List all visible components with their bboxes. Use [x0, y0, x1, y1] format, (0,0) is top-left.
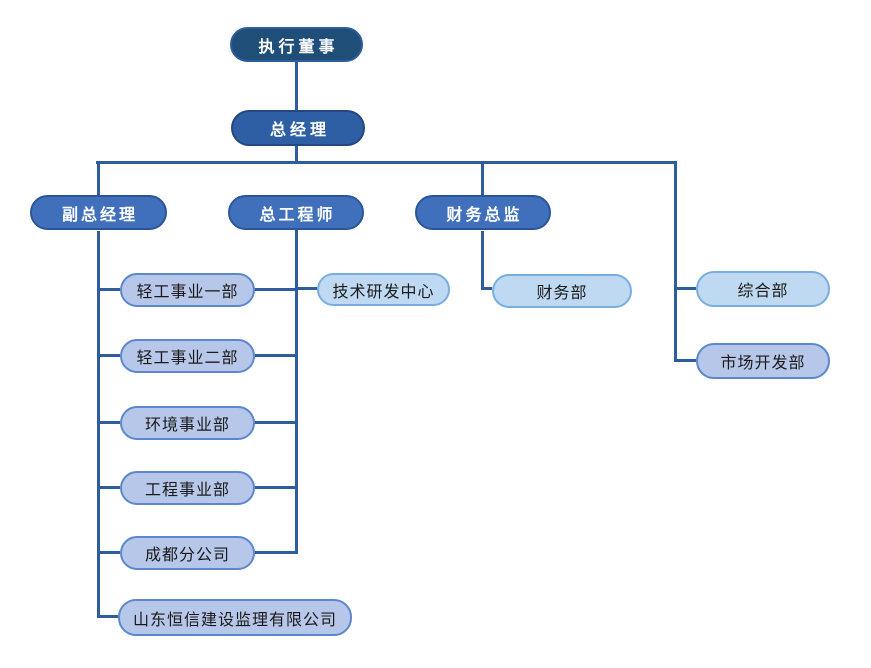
org-node-light-industry-div-2: 轻工事业二部 — [120, 339, 255, 373]
connector-line — [97, 161, 100, 196]
connector-line — [97, 486, 120, 489]
connector-line — [481, 231, 484, 289]
connector-line — [97, 354, 120, 357]
connector-line — [97, 551, 120, 554]
connector-line — [255, 354, 295, 357]
connector-line — [295, 145, 298, 163]
org-node-executive-director: 执行董事 — [230, 27, 363, 62]
org-node-deputy-general-manager: 副总经理 — [30, 195, 167, 230]
connector-line — [674, 359, 696, 362]
connector-line — [255, 486, 295, 489]
connector-line — [255, 551, 295, 554]
connector-line — [255, 288, 295, 291]
connector-line — [97, 615, 118, 618]
connector-line — [96, 161, 677, 164]
org-node-chengdu-branch: 成都分公司 — [120, 536, 255, 570]
org-node-shandong-hengxin-supervision: 山东恒信建设监理有限公司 — [118, 599, 352, 636]
org-node-general-affairs-dept: 综合部 — [696, 271, 830, 307]
org-node-finance-director: 财务总监 — [415, 195, 551, 230]
org-node-general-manager: 总经理 — [231, 110, 365, 146]
connector-line — [481, 161, 484, 196]
org-node-engineering-div: 工程事业部 — [120, 471, 255, 505]
org-node-chief-engineer: 总工程师 — [228, 195, 364, 230]
org-node-finance-dept: 财务部 — [492, 274, 632, 308]
connector-line — [295, 287, 317, 290]
connector-line — [255, 421, 295, 424]
connector-line — [295, 229, 298, 554]
connector-line — [97, 231, 100, 617]
org-node-light-industry-div-1: 轻工事业一部 — [120, 273, 255, 307]
org-node-market-dev-dept: 市场开发部 — [696, 343, 830, 379]
connector-line — [481, 287, 492, 290]
org-node-environment-div: 环境事业部 — [120, 406, 255, 440]
connector-line — [295, 62, 298, 110]
connector-line — [674, 161, 677, 362]
org-node-tech-rd-center: 技术研发中心 — [317, 273, 450, 306]
connector-line — [97, 288, 120, 291]
connector-line — [97, 421, 120, 424]
connector-line — [674, 287, 696, 290]
